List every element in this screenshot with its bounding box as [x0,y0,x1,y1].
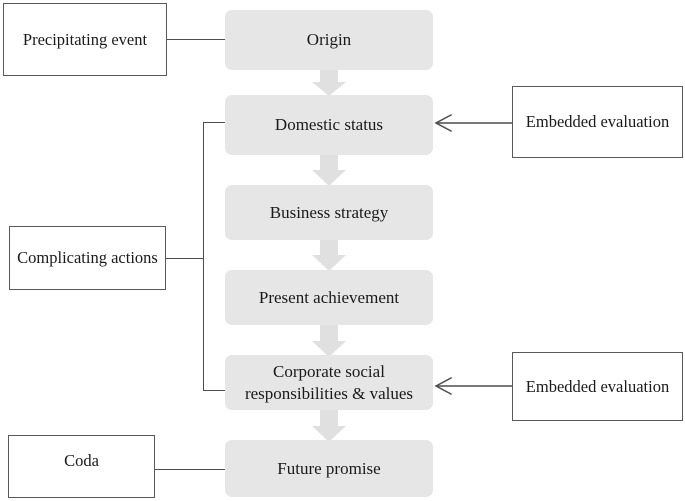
flow-node-future-promise-label: Future promise [277,458,381,478]
connector-precipitating-to-origin [166,39,226,40]
block-arrow-present-to-csr [312,325,346,357]
block-arrow-business-to-present [312,240,346,271]
side-node-precipitating-event-label: Precipitating event [22,29,148,49]
flow-node-csr-values-label: Corporate social responsibilities & valu… [244,361,414,403]
arrow-head-eval2 [434,376,453,396]
flow-node-origin-label: Origin [306,30,352,50]
connector-complicating-to-bracket [165,258,204,259]
bracket-top-segment [203,122,227,123]
side-node-coda[interactable]: Coda [8,435,155,498]
bracket-bottom-segment [203,390,227,391]
flow-node-csr-values[interactable]: Corporate social responsibilities & valu… [225,355,433,410]
flow-node-domestic-status-label: Domestic status [274,115,384,135]
block-arrow-domestic-to-business [312,155,346,186]
block-arrow-origin-to-domestic [312,70,346,96]
flow-node-business-strategy[interactable]: Business strategy [225,185,433,240]
flow-node-business-strategy-label: Business strategy [269,202,389,222]
block-arrow-csr-to-future [312,410,346,442]
flow-node-domestic-status[interactable]: Domestic status [225,95,433,155]
connector-coda-to-future-promise [154,469,226,470]
side-node-embedded-evaluation-1[interactable]: Embedded evaluation [512,86,683,158]
side-node-complicating-actions[interactable]: Complicating actions [9,226,166,290]
side-node-complicating-actions-label: Complicating actions [17,248,158,268]
side-node-coda-label: Coda [64,451,99,470]
flow-node-present-achievement[interactable]: Present achievement [225,270,433,325]
side-node-embedded-evaluation-2[interactable]: Embedded evaluation [512,352,683,421]
flow-node-future-promise[interactable]: Future promise [225,440,433,497]
flow-node-origin[interactable]: Origin [225,10,433,70]
side-node-precipitating-event[interactable]: Precipitating event [3,3,167,76]
side-node-embedded-evaluation-1-label: Embedded evaluation [525,112,670,132]
side-node-embedded-evaluation-2-label: Embedded evaluation [525,376,670,396]
arrow-head-eval1 [434,113,453,133]
flow-node-present-achievement-label: Present achievement [258,287,400,307]
bracket-vertical-segment [203,122,204,391]
